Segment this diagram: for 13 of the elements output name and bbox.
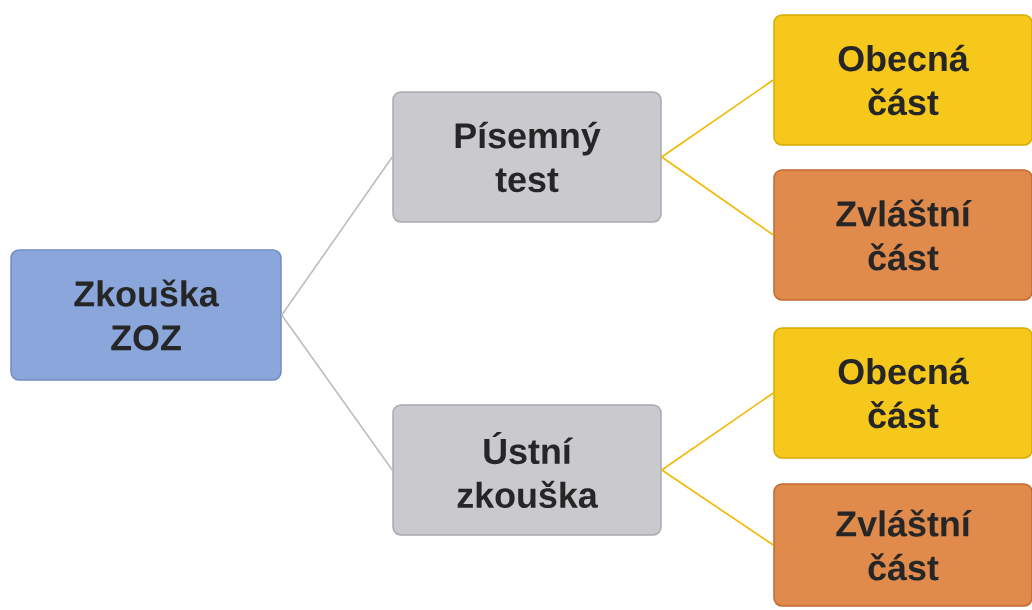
process-box: Zvláštní část [773, 169, 1032, 301]
connector-line [280, 156, 394, 316]
connector-line [660, 156, 775, 236]
connector-line [660, 392, 775, 471]
process-box: Ústní zkouška [392, 404, 662, 536]
process-box: Zvláštní část [773, 483, 1032, 607]
process-box: Obecná část [773, 327, 1032, 459]
connector-line [660, 79, 775, 158]
connector-line [280, 314, 394, 471]
process-box: Písemný test [392, 91, 662, 223]
connector-line [660, 469, 775, 546]
process-box: Zkouška ZOZ [10, 249, 282, 381]
process-box: Obecná část [773, 14, 1032, 146]
